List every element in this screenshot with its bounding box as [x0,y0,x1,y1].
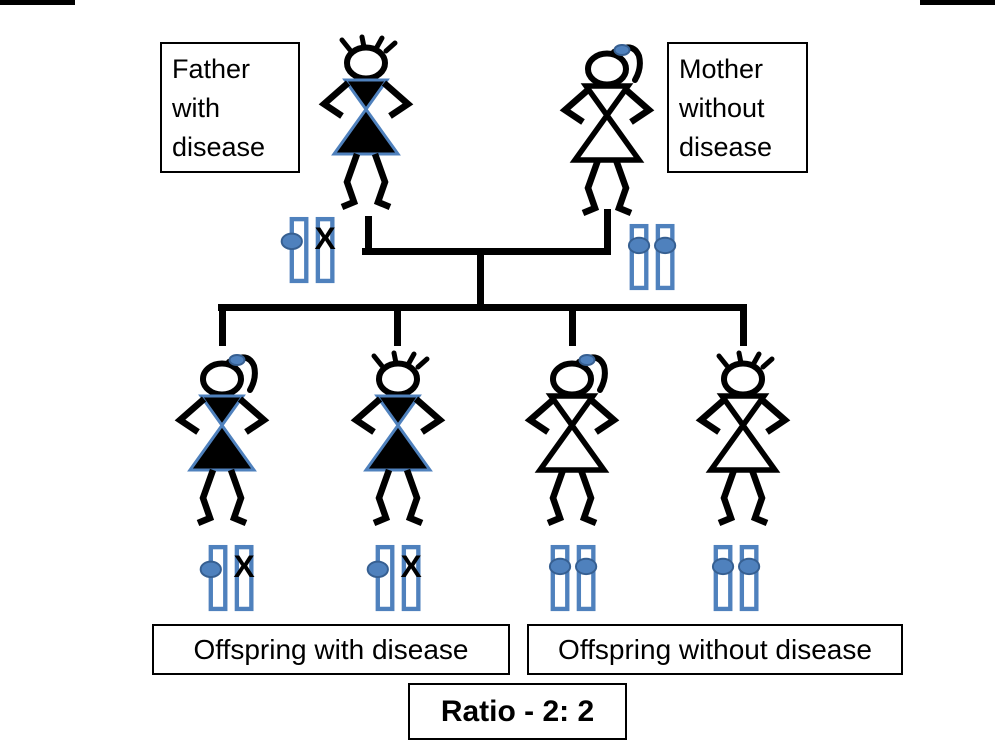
father-descent-line [365,216,372,252]
marriage-line [362,248,611,255]
offspring-1-drop-line [219,308,226,346]
offspring-3-drop-line [569,308,576,346]
top-left-border-fragment [0,0,75,5]
father-label: Father with disease [172,54,266,163]
sibling-line [218,304,747,311]
offspring-1-figure-female-affected [164,352,280,537]
top-right-border-fragment [920,0,995,5]
mother-descent-line [604,209,611,252]
offspring-2-figure-male-affected [340,352,456,537]
mother-label-box: Mother without disease [667,42,808,173]
offspring-without-disease-label-box: Offspring without disease [527,624,903,675]
mother-label: Mother without disease [679,54,773,163]
offspring-with-disease-label-box: Offspring with disease [152,624,510,675]
mother-figure [549,42,665,227]
offspring-1-chromosome-pair [205,544,261,614]
offspring-2-chromosome-pair [372,544,428,614]
offspring-4-figure-male-healthy [685,352,801,537]
offspring-3-chromosome-pair [547,544,603,614]
offspring-4-drop-line [740,308,747,346]
offspring-3-figure-female-healthy [514,352,630,537]
father-chromosome-pair [286,216,342,286]
ratio-label: Ratio - 2: 2 [440,695,595,728]
offspring-4-chromosome-pair [710,544,766,614]
father-label-box: Father with disease [160,42,300,173]
offspring-2-drop-line [394,308,401,346]
ratio-box: Ratio - 2: 2 [408,683,627,740]
center-drop-line [477,255,484,307]
offspring-with-disease-label: Offspring with disease [193,634,469,665]
mother-chromosome-pair [626,223,682,293]
offspring-without-disease-label: Offspring without disease [558,634,872,665]
father-figure [308,36,424,221]
